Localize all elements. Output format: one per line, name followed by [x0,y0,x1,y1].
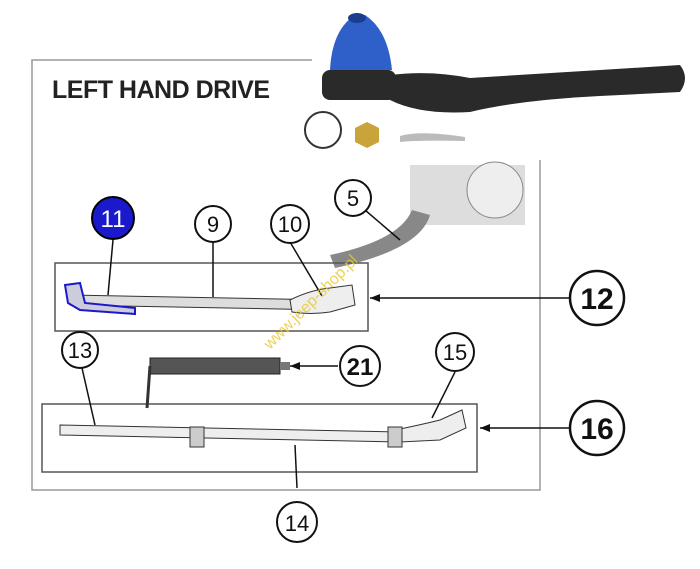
svg-text:11: 11 [101,206,126,233]
svg-text:15: 15 [443,340,467,365]
callout-5: 5 [334,179,372,217]
svg-text:13: 13 [68,338,92,363]
castle-nut [355,122,379,148]
cotter-pin [400,133,465,142]
steering-gear [330,161,525,268]
callout-11: 11 [91,196,135,240]
callout-12: 12 [568,269,626,327]
callout-10: 10 [270,204,310,244]
svg-text:9: 9 [207,212,219,237]
callout-13: 13 [61,331,99,369]
tie-rod-end-11-highlight [63,281,136,316]
svg-text:21: 21 [347,354,374,381]
svg-text:14: 14 [285,511,309,536]
diagram-title: LEFT HAND DRIVE [52,76,270,104]
drag-link-14 [59,424,401,443]
blue-boot [330,15,392,70]
tie-rod-end-photo [312,0,700,160]
tie-rod-shaft [390,65,685,113]
svg-text:10: 10 [278,212,302,237]
svg-text:16: 16 [580,413,613,446]
callout-16: 16 [568,399,626,457]
callout-14: 14 [276,501,318,543]
callout-21: 21 [339,345,381,387]
diagram-frame [31,59,541,491]
callout-9: 9 [194,205,232,243]
tie-rod-end-10 [289,284,356,314]
callout-15: 15 [435,332,475,372]
svg-text:5: 5 [347,186,359,211]
leader-lines [81,209,570,489]
steering-damper-21 [149,357,281,375]
svg-text:12: 12 [580,283,613,316]
